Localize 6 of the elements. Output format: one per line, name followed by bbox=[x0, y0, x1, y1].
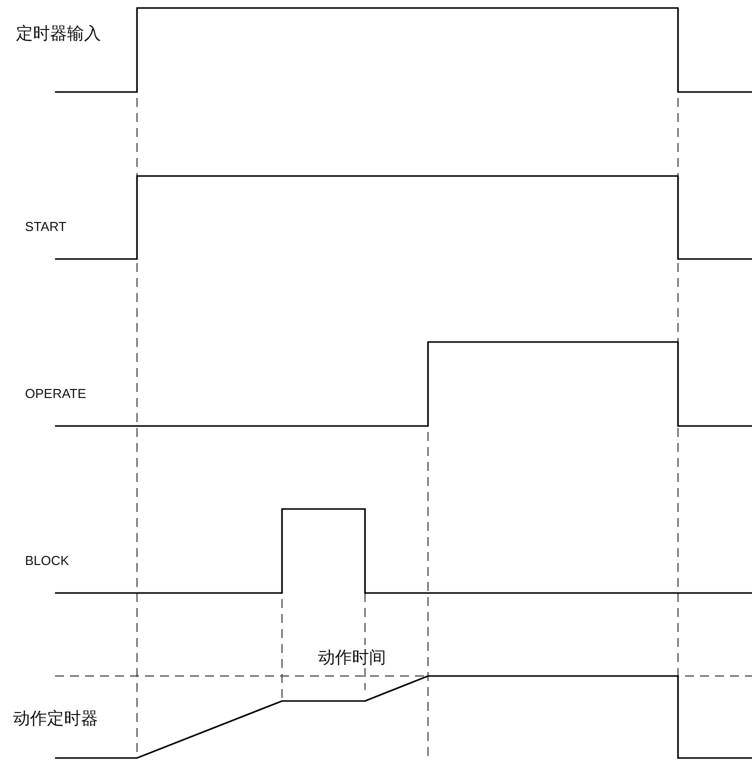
interval-label: 动作时间 bbox=[318, 648, 386, 668]
signal-label: 动作定时器 bbox=[13, 709, 98, 730]
signal-label: START bbox=[25, 219, 66, 235]
signal-label: BLOCK bbox=[25, 553, 70, 569]
signal-label: OPERATE bbox=[25, 386, 86, 402]
signal-label: 定时器输入 bbox=[16, 24, 101, 44]
